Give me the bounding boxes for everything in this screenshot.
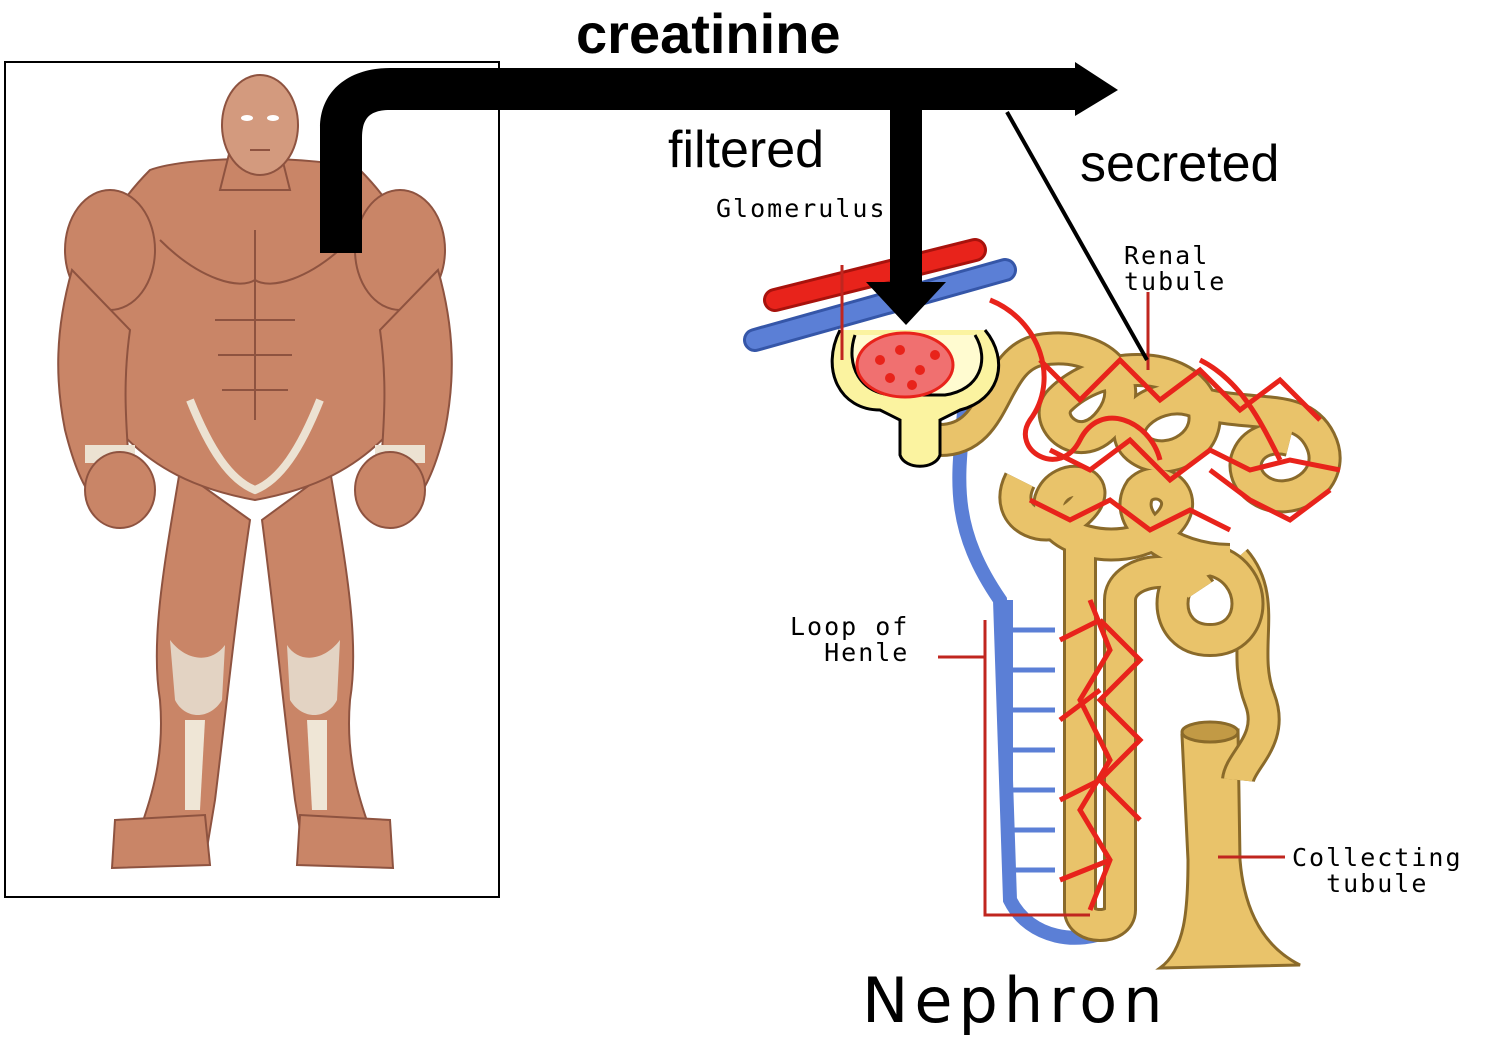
nephron-diagram-icon: [755, 250, 1340, 968]
filtered-label: filtered: [668, 124, 824, 176]
creatinine-title: creatinine: [576, 6, 841, 62]
collecting-tubule-label: Collecting tubule: [1292, 845, 1463, 898]
glomerulus-label: Glomerulus: [716, 196, 887, 222]
renal-tubule-label: Renal tubule: [1124, 243, 1226, 296]
secreted-label: secreted: [1080, 138, 1279, 190]
loop-of-henle-label: Loop of Henle: [790, 614, 909, 667]
nephron-caption: Nephron: [862, 970, 1169, 1032]
